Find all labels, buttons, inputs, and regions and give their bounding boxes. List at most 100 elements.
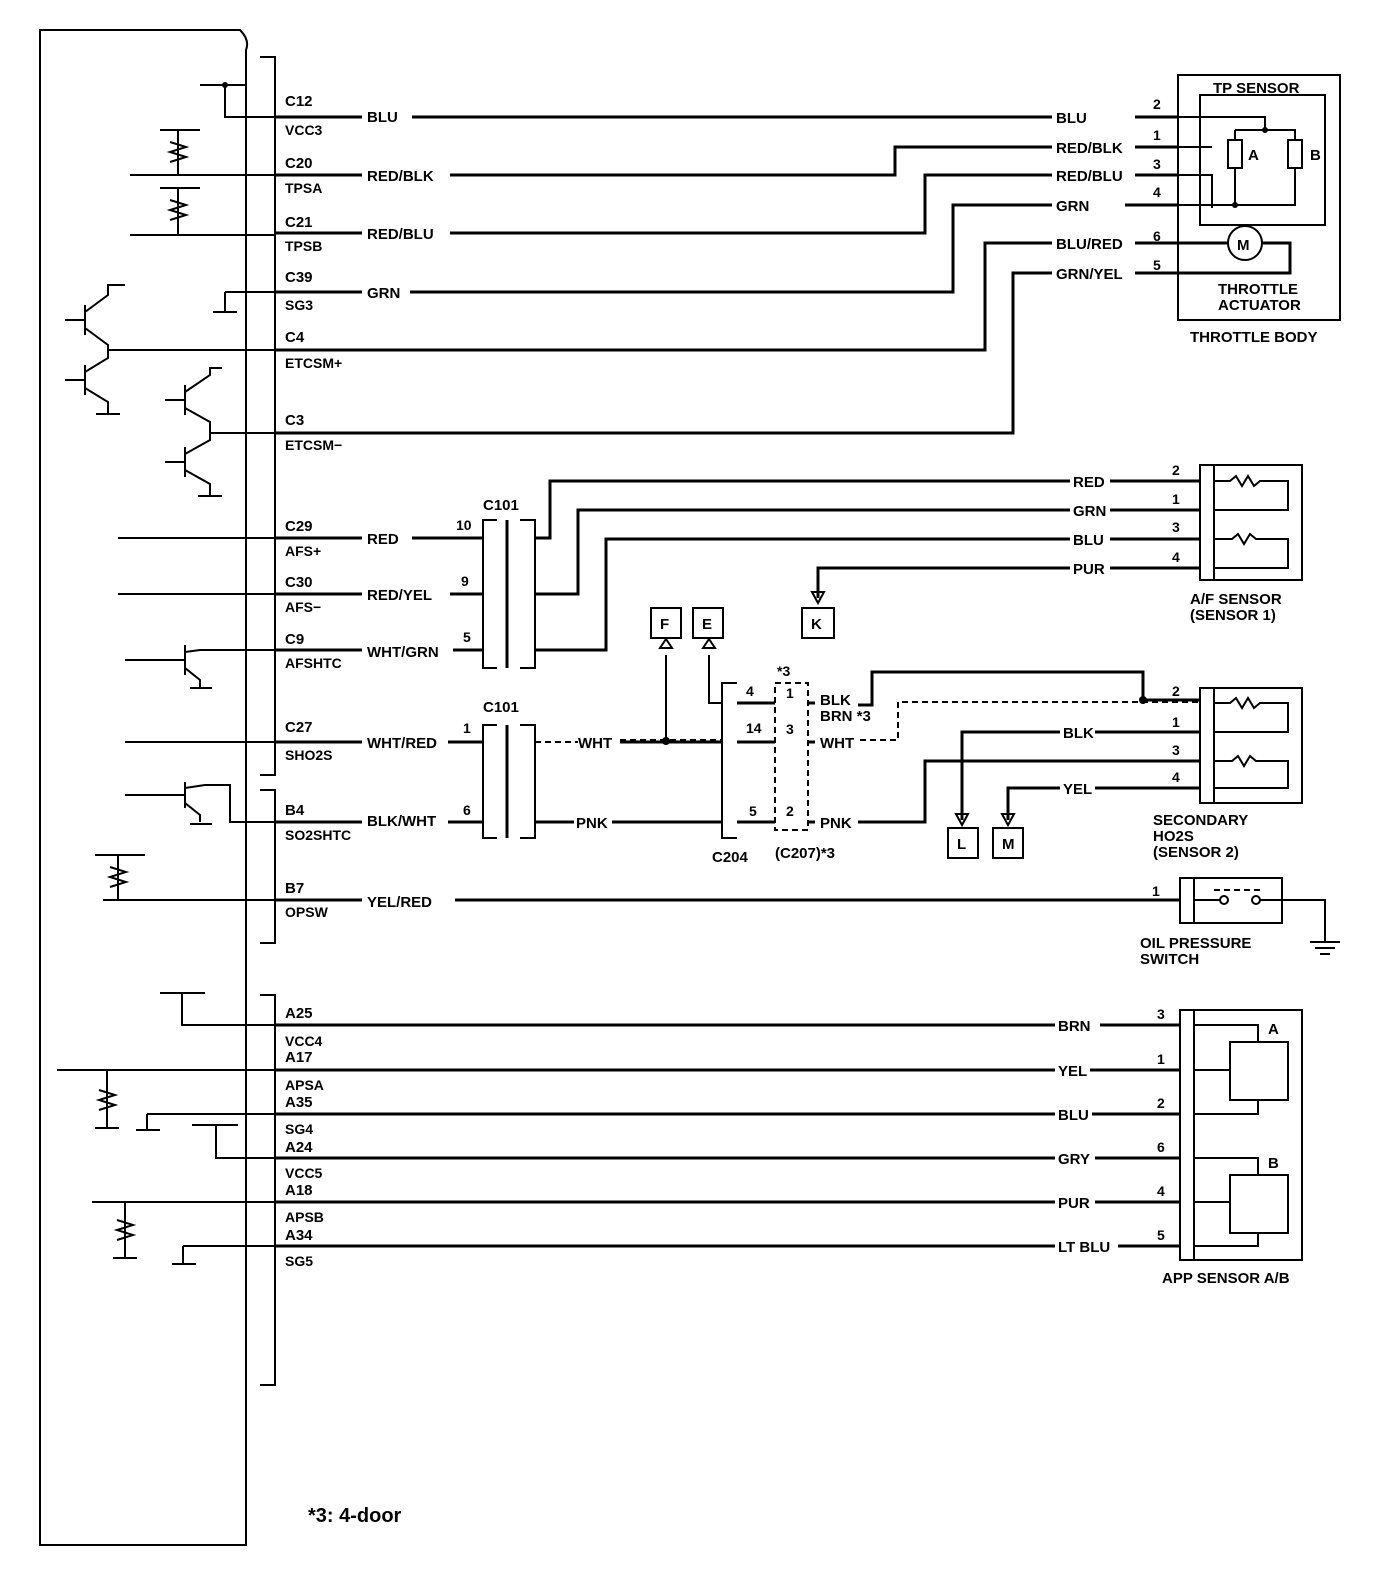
pin-id: C39 bbox=[285, 269, 313, 286]
pin-number: 6 bbox=[1153, 228, 1161, 244]
pin-signal: SG3 bbox=[285, 297, 313, 313]
wire-color-label: PNK bbox=[820, 815, 852, 832]
wire-color-label: RED bbox=[367, 531, 399, 548]
pin-number: 4 bbox=[1157, 1183, 1165, 1199]
ho2s-wires: BLK YEL 2 1 3 4 bbox=[858, 670, 1200, 828]
wire-color-label: WHT/RED bbox=[367, 735, 437, 752]
resistor-a-label: A bbox=[1248, 147, 1259, 164]
pin-signal: AFS− bbox=[285, 599, 321, 615]
pin-number: 2 bbox=[1172, 462, 1180, 478]
ref-k-label: K bbox=[811, 616, 822, 633]
throttle-wires bbox=[275, 115, 1178, 435]
pin-number: 5 bbox=[1157, 1227, 1165, 1243]
pin-signal: ETCSM− bbox=[285, 437, 342, 453]
pin-signal: SO2SHTC bbox=[285, 827, 351, 843]
app-section-a-label: A bbox=[1268, 1021, 1279, 1038]
pin-signal: VCC5 bbox=[285, 1165, 323, 1181]
pin-number: 1 bbox=[786, 685, 794, 701]
wire-color-label: WHT bbox=[820, 735, 854, 752]
wire-color-label: RED/BLK bbox=[367, 168, 434, 185]
pin-number: 1 bbox=[1157, 1051, 1165, 1067]
wire-color-label: YEL bbox=[1063, 781, 1092, 798]
pin-number: 4 bbox=[1153, 184, 1161, 200]
pin-id: A25 bbox=[285, 1005, 313, 1022]
pin-id: B4 bbox=[285, 802, 305, 819]
pin-number: 3 bbox=[1172, 742, 1180, 758]
pin-number: 1 bbox=[1172, 491, 1180, 507]
tp-sensor-label: TP SENSOR bbox=[1213, 80, 1300, 97]
wire-color-label: BLU bbox=[1056, 110, 1087, 127]
pin-signal: SG5 bbox=[285, 1253, 313, 1269]
pin-id: A35 bbox=[285, 1094, 313, 1111]
wire-color-label: YEL bbox=[1058, 1063, 1087, 1080]
wire-color-label: LT BLU bbox=[1058, 1239, 1110, 1256]
connector-label: C101 bbox=[483, 497, 519, 514]
connector-c101-upper: C101 10 9 5 bbox=[275, 479, 1070, 669]
ho2s-label-2: HO2S bbox=[1153, 828, 1194, 845]
connector-label: (C207)*3 bbox=[775, 845, 835, 862]
pin-signal: ETCSM+ bbox=[285, 355, 342, 371]
pin-id: C12 bbox=[285, 93, 313, 110]
connector-c204-c207: 4 14 5 C204 *3 1 3 2 (C207)*3 BLK BRN *3… bbox=[712, 663, 871, 866]
wire-color-label: BLK/WHT bbox=[367, 813, 436, 830]
pin-signal: AFSHTC bbox=[285, 655, 342, 671]
ho2s-component: SECONDARY HO2S (SENSOR 2) bbox=[1153, 687, 1303, 861]
wire-color-label: RED/BLU bbox=[367, 226, 434, 243]
pin-number: 5 bbox=[463, 629, 471, 645]
wire-color-label: BLU bbox=[367, 109, 398, 126]
wire-color-label: WHT bbox=[578, 735, 612, 752]
wire-color-label: BLU/RED bbox=[1056, 236, 1123, 253]
pin-number: 4 bbox=[1172, 769, 1180, 785]
connector-label: C204 bbox=[712, 849, 749, 866]
af-sensor-label-2: (SENSOR 1) bbox=[1190, 607, 1276, 624]
pin-signal: SG4 bbox=[285, 1121, 313, 1137]
pin-number: 2 bbox=[1157, 1095, 1165, 1111]
wire-color-label: RED/BLK bbox=[1056, 140, 1123, 157]
pin-id: C20 bbox=[285, 155, 313, 172]
wire-color-label: BLU bbox=[1058, 1107, 1089, 1124]
pin-id: C9 bbox=[285, 631, 304, 648]
connector-c101-lower: C101 1 6 WHT PNK bbox=[275, 699, 722, 839]
ecm-internal-circuits bbox=[57, 82, 275, 1265]
pin-id: A18 bbox=[285, 1182, 313, 1199]
pin-number: 3 bbox=[1172, 519, 1180, 535]
af-sensor-component: A/F SENSOR (SENSOR 1) bbox=[1190, 464, 1303, 624]
app-sensor-wires: BRN YEL BLU GRY PUR LT BLU 3 1 2 6 4 5 bbox=[275, 1006, 1180, 1256]
wire-color-label: YEL/RED bbox=[367, 894, 432, 911]
wire-color-label: PUR bbox=[1058, 1195, 1090, 1212]
wire-color-label: BRN bbox=[1058, 1018, 1091, 1035]
pin-id: C4 bbox=[285, 329, 305, 346]
oil-switch-label-2: SWITCH bbox=[1140, 951, 1199, 968]
wire-color-label: BRN *3 bbox=[820, 708, 871, 725]
actuator-label-2: ACTUATOR bbox=[1218, 297, 1301, 314]
pin-signal: AFS+ bbox=[285, 543, 321, 559]
throttle-body-title: THROTTLE BODY bbox=[1190, 329, 1318, 346]
pin-number: 2 bbox=[1172, 683, 1180, 699]
wire-color-label: PUR bbox=[1073, 561, 1105, 578]
pin-number: 1 bbox=[1152, 883, 1160, 899]
pin-number: 2 bbox=[1153, 96, 1161, 112]
pin-id: C27 bbox=[285, 719, 313, 736]
pin-id: A24 bbox=[285, 1139, 313, 1156]
throttle-wire-colors: BLU RED/BLK RED/BLU GRN BLU/RED GRN/YEL … bbox=[1056, 96, 1161, 283]
pin-id: C30 bbox=[285, 574, 313, 591]
ref-e-label: E bbox=[702, 616, 712, 633]
pin-number: 9 bbox=[461, 573, 469, 589]
connector-label: C101 bbox=[483, 699, 519, 716]
wire-color-label: PNK bbox=[576, 815, 608, 832]
app-sensor-title: APP SENSOR A/B bbox=[1162, 1270, 1290, 1287]
ecm-wire-colors: BLU RED/BLK RED/BLU GRN RED RED/YEL WHT/… bbox=[367, 109, 439, 911]
pin-id: C29 bbox=[285, 518, 313, 535]
pin-number: 6 bbox=[463, 802, 471, 818]
throttle-body-component: TP SENSOR A B M THROTTLE ACTUATOR THROTT… bbox=[1177, 74, 1341, 346]
pin-id: A34 bbox=[285, 1227, 313, 1244]
pin-number: 4 bbox=[746, 683, 754, 699]
pin-signal: VCC4 bbox=[285, 1033, 323, 1049]
ho2s-label-3: (SENSOR 2) bbox=[1153, 844, 1239, 861]
pin-id: C3 bbox=[285, 412, 304, 429]
pin-number: 4 bbox=[1172, 549, 1180, 565]
pin-number: 3 bbox=[1157, 1006, 1165, 1022]
pin-signal: TPSB bbox=[285, 238, 322, 254]
wire-color-label: GRN bbox=[1056, 198, 1089, 215]
